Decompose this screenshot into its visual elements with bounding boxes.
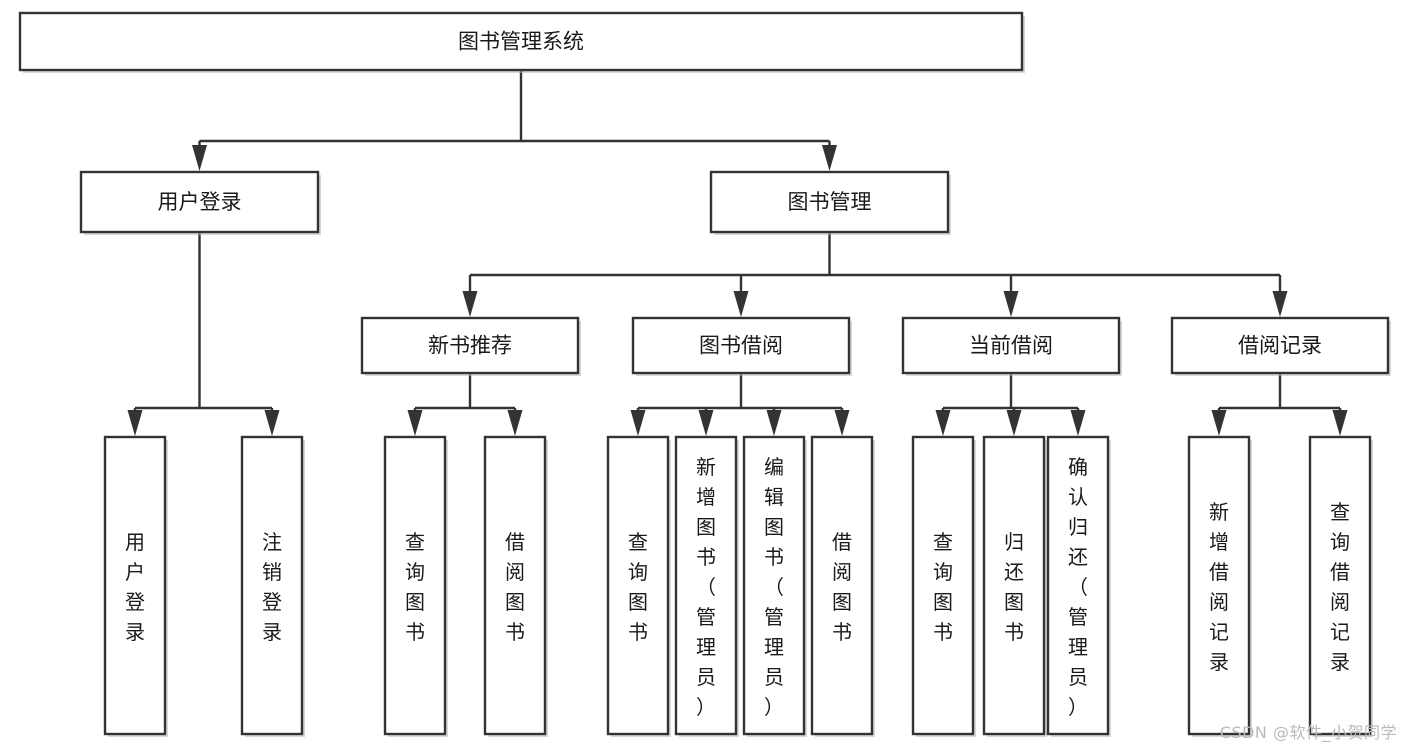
arrow-head-icon (1003, 291, 1019, 317)
arrow-head-icon (127, 410, 143, 436)
node-label: 新增图书（管理员） (696, 455, 716, 719)
node-leaf-query-book-3[interactable]: 查询图书 (911, 435, 976, 737)
node-leaf-borrow-book-2[interactable]: 借阅图书 (810, 435, 875, 737)
nodes-layer: 图书管理系统用户登录图书管理新书推荐图书借阅当前借阅借阅记录用户登录注销登录查询… (18, 11, 1391, 737)
node-box[interactable] (674, 435, 738, 736)
node-box[interactable] (1046, 435, 1110, 736)
node-box[interactable] (240, 435, 304, 736)
node-label: 当前借阅 (969, 334, 1053, 358)
node-box[interactable] (383, 435, 447, 736)
node-box[interactable] (1187, 435, 1251, 736)
arrow-head-icon (1272, 291, 1288, 317)
edge-group-borrow-record (1211, 373, 1348, 436)
edge-group-user-login (127, 232, 280, 436)
node-box[interactable] (901, 316, 1121, 375)
node-user-login[interactable]: 用户登录 (79, 170, 321, 235)
node-box[interactable] (79, 170, 320, 234)
node-box[interactable] (606, 435, 670, 736)
node-box[interactable] (911, 435, 975, 736)
arrow-head-icon (1332, 410, 1348, 436)
node-box[interactable] (1308, 435, 1372, 736)
arrow-head-icon (698, 410, 714, 436)
node-label: 查询图书 (628, 530, 648, 644)
node-label: 用户登录 (158, 190, 242, 214)
node-label: 借阅图书 (832, 530, 852, 644)
arrow-head-icon (507, 410, 523, 436)
node-label: 图书管理系统 (458, 30, 584, 54)
node-label: 借阅记录 (1238, 334, 1322, 358)
node-label: 借阅图书 (505, 530, 525, 644)
node-box[interactable] (483, 435, 547, 736)
arrow-head-icon (733, 291, 749, 317)
arrow-head-icon (766, 410, 782, 436)
node-leaf-logout[interactable]: 注销登录 (240, 435, 305, 737)
node-label: 查询图书 (405, 530, 425, 644)
node-box[interactable] (360, 316, 580, 375)
edge-group-root (192, 70, 837, 171)
node-box[interactable] (631, 316, 851, 375)
arrow-head-icon (264, 410, 280, 436)
node-label: 注销登录 (262, 530, 282, 644)
node-leaf-edit-book[interactable]: 编辑图书（管理员） (742, 435, 807, 737)
node-label: 新书推荐 (428, 334, 512, 358)
node-box[interactable] (810, 435, 874, 736)
node-label: 用户登录 (125, 530, 145, 644)
arrow-head-icon (834, 410, 850, 436)
edge-group-book-borrow (630, 373, 850, 436)
node-leaf-query-book-2[interactable]: 查询图书 (606, 435, 671, 737)
node-leaf-query-book-1[interactable]: 查询图书 (383, 435, 448, 737)
node-label: 图书管理 (788, 190, 872, 214)
edges-layer (127, 70, 1348, 436)
node-label: 确认归还（管理员） (1068, 455, 1088, 719)
arrow-head-icon (462, 291, 478, 317)
arrow-head-icon (822, 145, 837, 171)
node-label: 查询图书 (933, 530, 953, 644)
arrow-head-icon (1070, 410, 1086, 436)
node-root[interactable]: 图书管理系统 (18, 11, 1025, 73)
arrow-head-icon (407, 410, 423, 436)
node-label: 编辑图书（管理员） (764, 455, 784, 719)
node-leaf-add-record[interactable]: 新增借阅记录 (1187, 435, 1252, 737)
node-box[interactable] (742, 435, 806, 736)
edge-group-current-borrow (935, 373, 1086, 436)
arrow-head-icon (935, 410, 951, 436)
node-leaf-return-book[interactable]: 归还图书 (982, 435, 1047, 737)
arrow-head-icon (630, 410, 646, 436)
edge-group-new-book-rec (407, 373, 523, 436)
node-leaf-query-record[interactable]: 查询借阅记录 (1308, 435, 1373, 737)
edge-group-book-manage (462, 232, 1288, 317)
node-leaf-add-book[interactable]: 新增图书（管理员） (674, 435, 739, 737)
node-book-manage[interactable]: 图书管理 (709, 170, 951, 235)
node-leaf-user-login[interactable]: 用户登录 (103, 435, 168, 737)
node-box[interactable] (18, 11, 1024, 72)
node-new-book-rec[interactable]: 新书推荐 (360, 316, 581, 376)
arrow-head-icon (1006, 410, 1022, 436)
node-current-borrow[interactable]: 当前借阅 (901, 316, 1122, 376)
node-box[interactable] (1170, 316, 1390, 375)
node-label: 新增借阅记录 (1209, 500, 1229, 674)
node-leaf-borrow-book-1[interactable]: 借阅图书 (483, 435, 548, 737)
node-label: 查询借阅记录 (1330, 500, 1350, 674)
node-borrow-record[interactable]: 借阅记录 (1170, 316, 1391, 376)
node-box[interactable] (982, 435, 1046, 736)
node-label: 图书借阅 (699, 334, 783, 358)
node-leaf-confirm-return[interactable]: 确认归还（管理员） (1046, 435, 1111, 737)
arrow-head-icon (192, 145, 207, 171)
node-book-borrow[interactable]: 图书借阅 (631, 316, 852, 376)
node-box[interactable] (709, 170, 950, 234)
node-label: 归还图书 (1004, 530, 1024, 644)
arrow-head-icon (1211, 410, 1227, 436)
node-box[interactable] (103, 435, 167, 736)
